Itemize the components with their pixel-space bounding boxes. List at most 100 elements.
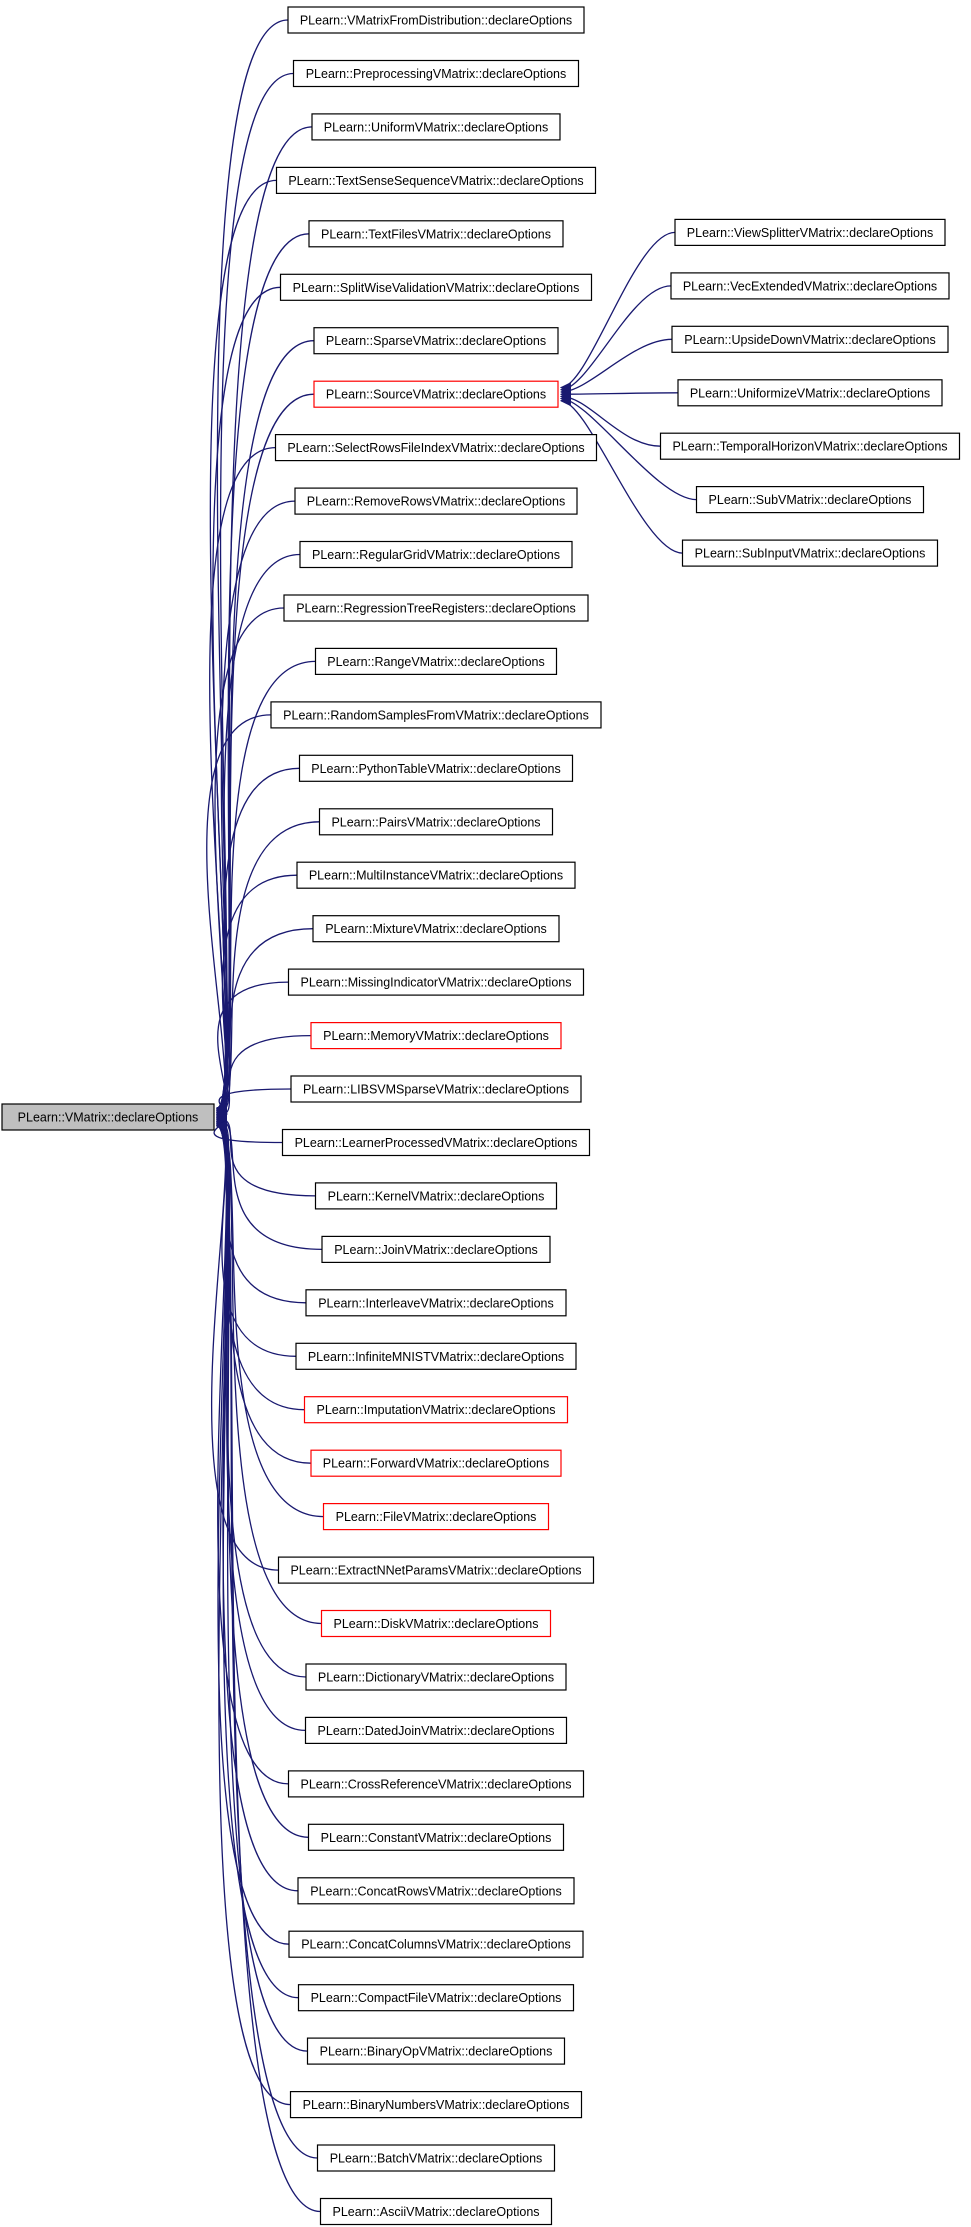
node-preprocessingvmatrix[interactable]: PLearn::PreprocessingVMatrix::declareOpt… <box>292 59 580 88</box>
edge-dictionaryvmatrix <box>215 1118 307 1678</box>
node-label: PLearn::SparseVMatrix::declareOptions <box>326 334 546 348</box>
node-diskvmatrix[interactable]: PLearn::DiskVMatrix::declareOptions <box>320 1609 552 1638</box>
node-label: PLearn::TemporalHorizonVMatrix::declareO… <box>672 440 947 454</box>
node-constantvmatrix[interactable]: PLearn::ConstantVMatrix::declareOptions <box>307 1823 565 1851</box>
node-uniformvmatrix[interactable]: PLearn::UniformVMatrix::declareOptions <box>311 113 561 141</box>
node-subvmatrix[interactable]: PLearn::SubVMatrix::declareOptions <box>695 486 925 514</box>
node-uniformizevmatrix[interactable]: PLearn::UniformizeVMatrix::declareOption… <box>677 379 943 407</box>
node-box <box>297 1877 575 1905</box>
edge-uniformizevmatrix <box>559 388 679 400</box>
node-infinitemnistvmatrix[interactable]: PLearn::InfiniteMNISTVMatrix::declareOpt… <box>295 1342 577 1370</box>
node-label: PLearn::CompactFileVMatrix::declareOptio… <box>311 1991 562 2005</box>
node-viewsplittervmatrix[interactable]: PLearn::ViewSplitterVMatrix::declareOpti… <box>674 218 946 246</box>
node-multiinstancevmatrix[interactable]: PLearn::MultiInstanceVMatrix::declareOpt… <box>296 861 576 889</box>
node-label: PLearn::VecExtendedVMatrix::declareOptio… <box>683 279 937 293</box>
node-mixturevmatrix[interactable]: PLearn::MixtureVMatrix::declareOptions <box>312 915 560 943</box>
node-box <box>304 1716 568 1745</box>
node-crossreferencevmatrix[interactable]: PLearn::CrossReferenceVMatrix::declareOp… <box>287 1770 585 1798</box>
node-vmatrixfromdistribution[interactable]: PLearn::VMatrixFromDistribution::declare… <box>287 6 585 34</box>
node-label: PLearn::SubVMatrix::declareOptions <box>709 493 912 507</box>
node-label: PLearn::JoinVMatrix::declareOptions <box>334 1243 538 1257</box>
node-regressiontreeregisters[interactable]: PLearn::RegressionTreeRegisters::declare… <box>283 594 589 622</box>
node-label: PLearn::UpsideDownVMatrix::declareOption… <box>684 333 936 347</box>
edge-pairsvmatrix <box>215 821 320 1119</box>
node-label: PLearn::TextSenseSequenceVMatrix::declar… <box>288 174 583 188</box>
node-box <box>297 1984 575 2012</box>
node-textsensesequencevmatrix[interactable]: PLearn::TextSenseSequenceVMatrix::declar… <box>275 166 597 194</box>
node-upsidedownvmatrix[interactable]: PLearn::UpsideDownVMatrix::declareOption… <box>671 325 949 353</box>
node-imputationvmatrix[interactable]: PLearn::ImputationVMatrix::declareOption… <box>303 1396 569 1424</box>
node-concatcolumnsvmatrix[interactable]: PLearn::ConcatColumnsVMatrix::declareOpt… <box>288 1930 584 1958</box>
node-sparsevmatrix[interactable]: PLearn::SparseVMatrix::declareOptions <box>313 327 559 355</box>
nodes-layer: PLearn::VMatrix::declareOptions PLearn::V… <box>1 6 961 2226</box>
node-missingindicatorvmatrix[interactable]: PLearn::MissingIndicatorVMatrix::declare… <box>287 968 585 996</box>
node-box <box>299 540 573 569</box>
node-label: PLearn::MixtureVMatrix::declareOptions <box>325 922 547 936</box>
node-box <box>287 6 585 34</box>
node-box <box>281 1128 591 1157</box>
node-box <box>321 1235 551 1264</box>
node-binaryopvmatrix[interactable]: PLearn::BinaryOpVMatrix::declareOptions <box>306 2037 566 2065</box>
node-label: PLearn::KernelVMatrix::declareOptions <box>328 1189 545 1203</box>
edge-filevmatrix <box>215 1116 324 1518</box>
node-memoryvmatrix[interactable]: PLearn::MemoryVMatrix::declareOptions <box>310 1021 562 1050</box>
node-box <box>314 1182 558 1210</box>
edges-layer <box>206 19 697 2213</box>
node-selectrowsfileindexvmatrix[interactable]: PLearn::SelectRowsFileIndexVMatrix::decl… <box>274 434 598 462</box>
node-box <box>316 2144 556 2172</box>
node-libsvmsparsevmatrix[interactable]: PLearn::LIBSVMSparseVMatrix::declareOpti… <box>290 1075 582 1103</box>
node-forwardvmatrix[interactable]: PLearn::ForwardVMatrix::declareOptions <box>310 1449 562 1477</box>
node-box <box>292 59 580 88</box>
node-interleavevmatrix[interactable]: PLearn::InterleaveVMatrix::declareOption… <box>305 1289 567 1317</box>
node-asciivmatrix[interactable]: PLearn::AsciiVMatrix::declareOptions <box>319 2197 553 2226</box>
node-randomsamplesfromvmatrix[interactable]: PLearn::RandomSamplesFromVMatrix::declar… <box>270 701 602 729</box>
node-textfilesvmatrix[interactable]: PLearn::TextFilesVMatrix::declareOptions <box>308 220 564 248</box>
node-dictionaryvmatrix[interactable]: PLearn::DictionaryVMatrix::declareOption… <box>305 1663 567 1691</box>
node-label: PLearn::InterleaveVMatrix::declareOption… <box>318 1296 554 1310</box>
node-sourcevmatrix[interactable]: PLearn::SourceVMatrix::declareOptions <box>313 380 559 408</box>
node-removerowsvmatrix[interactable]: PLearn::RemoveRowsVMatrix::declareOption… <box>294 487 578 515</box>
node-box <box>320 1609 552 1638</box>
node-concatrowsvmatrix[interactable]: PLearn::ConcatRowsVMatrix::declareOption… <box>297 1877 575 1905</box>
node-vecextendedvmatrix[interactable]: PLearn::VecExtendedVMatrix::declareOptio… <box>670 272 950 300</box>
node-label: PLearn::UniformVMatrix::declareOptions <box>324 120 548 134</box>
edge-upsidedownvmatrix <box>559 338 673 398</box>
node-label: PLearn::LIBSVMSparseVMatrix::declareOpti… <box>303 1083 569 1097</box>
node-learnerprocessedvmatrix[interactable]: PLearn::LearnerProcessedVMatrix::declare… <box>281 1128 591 1157</box>
node-box <box>296 861 576 889</box>
node-label: PLearn::RegressionTreeRegisters::declare… <box>296 601 576 615</box>
edge-datedjoinvmatrix <box>215 1119 306 1732</box>
node-label: PLearn::BatchVMatrix::declareOptions <box>330 2152 543 2166</box>
edge-diskvmatrix <box>215 1117 322 1625</box>
node-box <box>313 380 559 408</box>
node-label: PLearn::BinaryOpVMatrix::declareOptions <box>320 2045 553 2059</box>
node-label: PLearn::RangeVMatrix::declareOptions <box>327 655 544 669</box>
node-box <box>674 218 946 246</box>
node-box <box>659 432 961 460</box>
node-datedjoinvmatrix[interactable]: PLearn::DatedJoinVMatrix::declareOptions <box>304 1716 568 1745</box>
node-regulargridvmatrix[interactable]: PLearn::RegularGridVMatrix::declareOptio… <box>299 540 573 569</box>
node-joinvmatrix[interactable]: PLearn::JoinVMatrix::declareOptions <box>321 1235 551 1264</box>
node-box <box>287 968 585 996</box>
node-box <box>294 487 578 515</box>
node-label: PLearn::MultiInstanceVMatrix::declareOpt… <box>309 869 563 883</box>
node-rangevmatrix[interactable]: PLearn::RangeVMatrix::declareOptions <box>314 647 558 676</box>
node-label: PLearn::MissingIndicatorVMatrix::declare… <box>301 976 572 990</box>
node-temporalhorizonvmatrix[interactable]: PLearn::TemporalHorizonVMatrix::declareO… <box>659 432 961 460</box>
node-label: PLearn::FileVMatrix::declareOptions <box>336 1510 537 1524</box>
node-pythontablevmatrix[interactable]: PLearn::PythonTableVMatrix::declareOptio… <box>298 754 574 782</box>
node-batchvmatrix[interactable]: PLearn::BatchVMatrix::declareOptions <box>316 2144 556 2172</box>
node-pairsvmatrix[interactable]: PLearn::PairsVMatrix::declareOptions <box>318 808 554 836</box>
node-binarynumbersvmatrix[interactable]: PLearn::BinaryNumbersVMatrix::declareOpt… <box>289 2091 583 2119</box>
node-box <box>319 2197 553 2226</box>
node-compactfilevmatrix[interactable]: PLearn::CompactFileVMatrix::declareOptio… <box>297 1984 575 2012</box>
node-splitwisevalidationvmatrix[interactable]: PLearn::SplitWiseValidationVMatrix::decl… <box>279 273 593 301</box>
node-kernelvmatrix[interactable]: PLearn::KernelVMatrix::declareOptions <box>314 1182 558 1210</box>
root-node[interactable]: PLearn::VMatrix::declareOptions <box>1 1103 215 1131</box>
node-label: PLearn::PythonTableVMatrix::declareOptio… <box>311 762 560 776</box>
node-filevmatrix[interactable]: PLearn::FileVMatrix::declareOptions <box>322 1502 550 1531</box>
node-extractnnetparamsvmatrix[interactable]: PLearn::ExtractNNetParamsVMatrix::declar… <box>277 1556 595 1584</box>
node-label: PLearn::VMatrix::declareOptions <box>18 1111 199 1125</box>
node-label: PLearn::ExtractNNetParamsVMatrix::declar… <box>290 1564 581 1578</box>
node-subinputvmatrix[interactable]: PLearn::SubInputVMatrix::declareOptions <box>681 539 939 567</box>
